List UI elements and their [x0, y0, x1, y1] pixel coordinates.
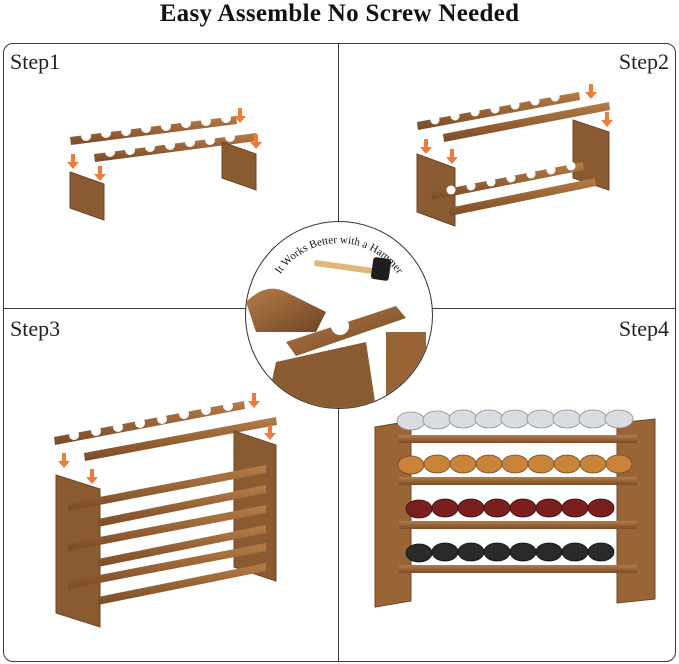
step2-illustration [416, 84, 613, 227]
step2-label: Step2 [618, 49, 669, 74]
step1-illustration [67, 108, 262, 221]
step3-illustration [54, 393, 277, 628]
hammer-illustration: It Works Better with a Hammer [246, 234, 426, 408]
step1-panel: Step1 [3, 43, 339, 309]
step3-label: Step3 [10, 316, 61, 341]
step4-label: Step4 [618, 316, 669, 341]
hammer-tip-callout: It Works Better with a Hammer [245, 221, 433, 409]
step4-illustration [374, 409, 656, 608]
page-title: Easy Assemble No Screw Needed [159, 0, 520, 27]
step1-label: Step1 [10, 49, 61, 74]
